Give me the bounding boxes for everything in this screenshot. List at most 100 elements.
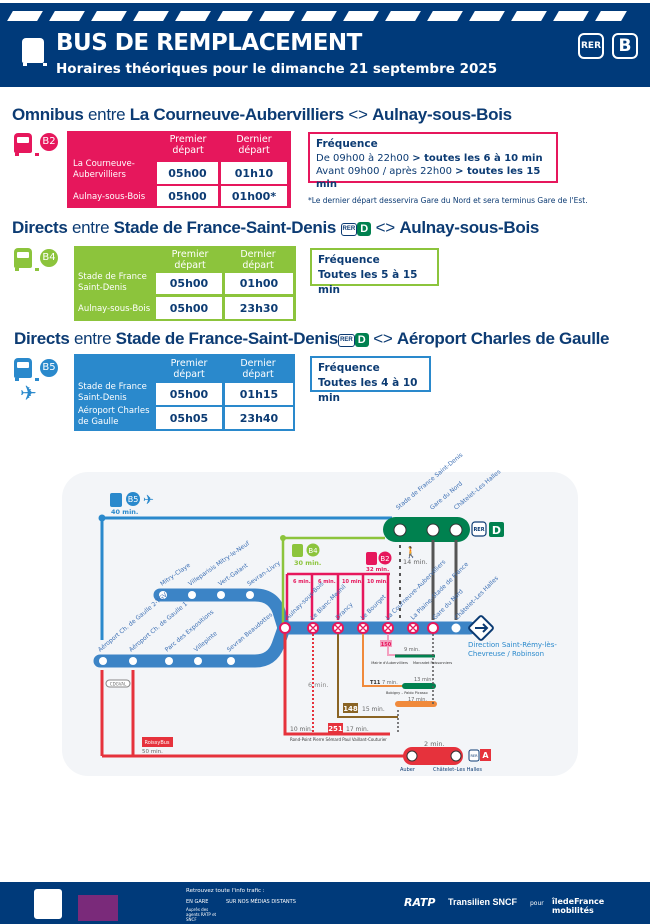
b5-terminus (98, 514, 106, 522)
line-b-badge: B (612, 33, 638, 59)
rer-badge-text: RER (473, 527, 484, 533)
first-departure: 05h00 (156, 383, 222, 405)
freq-title: Fréquence (318, 254, 380, 266)
col-first-departure: Premier départ (171, 249, 209, 271)
station-label: Châtelet–Les Halles (433, 766, 482, 773)
rer-badge (471, 521, 487, 537)
b4-label: B4 (308, 547, 318, 555)
direction-label: Direction Saint-Rémy-lès-Chevreuse / Rob… (468, 641, 557, 658)
page-subtitle: Horaires théoriques pour le dimanche 21 … (56, 61, 498, 77)
header-banner (0, 3, 650, 87)
bus-251-label: 251 (328, 725, 343, 733)
station-label: Auber (400, 767, 416, 773)
bus-icon (110, 493, 122, 507)
roissybus-time: 50 min. (142, 749, 163, 755)
rer-d-badge: D (354, 333, 369, 347)
stop-label: Bobigny – Pablo Picasso (386, 691, 428, 695)
first-departure: 05h00 (157, 162, 218, 184)
walk-time: 14 min. (403, 558, 428, 566)
frequency-box-b2: Fréquence De 09h00 à 22h00 > toutes les … (308, 132, 558, 190)
section-title-b2: Omnibus entre La Courneuve-Aubervilliers… (12, 105, 512, 124)
t11-label: T11 (370, 680, 381, 686)
b2-time: 32 min. (366, 567, 389, 573)
accessibility-icons (34, 889, 62, 919)
line-b5-badge: B5 (40, 359, 58, 377)
freq-line: Toutes les 4 à 10 min (318, 377, 418, 404)
rer-badge: RER (578, 33, 604, 59)
timetable-b5: Premier départ Dernier départ Stade de F… (74, 354, 295, 431)
b4-badge (306, 543, 320, 557)
bus-icon (14, 358, 39, 381)
last-departure: 01h00* (221, 186, 287, 206)
ratp-logo: RATP (404, 896, 436, 909)
b2-label: B2 (380, 555, 389, 563)
rer-b-mitry-branch (153, 588, 477, 635)
b2-route (285, 572, 390, 620)
cdgval-badge (105, 679, 131, 688)
line-b4-badge: B4 (40, 249, 58, 267)
bus-148-label: 148 (343, 705, 358, 713)
direction-arrow-icon (468, 615, 494, 641)
bus-148-time: 15 min. (362, 706, 385, 713)
rer-badge (468, 749, 480, 762)
freq-title: Fréquence (316, 138, 378, 150)
row-stop: La Courneuve-Aubervilliers (73, 159, 135, 180)
rer-badge-text: RER (470, 754, 478, 758)
t11-time: 7 min. (382, 680, 398, 686)
bus-icon (366, 552, 377, 565)
info-title: Retrouvez toute l'info trafic : (186, 888, 265, 894)
last-departure: 23h30 (225, 297, 293, 319)
timetable-b4: Premier départ Dernier départ Stade de F… (74, 246, 296, 321)
segment-time: 10 min. (367, 579, 388, 585)
bus-icon (292, 544, 303, 557)
first-departure: 05h00 (156, 297, 222, 319)
row-stop: Aéroport Charles de Gaulle (78, 406, 150, 427)
frequency-box-b4: Fréquence Toutes les 5 à 15 min (310, 248, 439, 296)
section-title-b5: Directs entre Stade de France-Saint-Deni… (14, 329, 610, 348)
contact-box (78, 895, 118, 921)
segment-time: 10 min. (342, 579, 363, 585)
col-last-departure: Dernier départ (236, 134, 272, 156)
last-departure: 01h10 (221, 162, 287, 184)
bus-251-badge (328, 723, 343, 733)
freq-title: Fréquence (318, 362, 380, 374)
pedestrian-icon: 🚶 (404, 546, 418, 559)
roissybus-badge (142, 737, 173, 747)
section-title-b4: Directs entre Stade de France-Saint-Deni… (12, 218, 540, 237)
roissybus-label: RoissyBus (144, 740, 169, 746)
rer-badge: RER (338, 334, 355, 347)
page-title: BUS DE REMPLACEMENT (56, 30, 362, 56)
first-departure: 05h00 (156, 273, 222, 294)
col-last-departure: Dernier départ (240, 249, 276, 271)
last-departure: 23h40 (225, 407, 293, 429)
rer-a-line (403, 747, 463, 765)
pour-label: pour (530, 900, 544, 907)
rer-b-cdg-branch (93, 621, 291, 668)
freq-line: De 09h00 à 22h00 > toutes les 6 à 10 min (316, 153, 543, 164)
row-stop: Aulnay-sous-Bois (78, 304, 151, 314)
rer-d-badge-text: D (492, 524, 501, 537)
walk-time: 6 min. (308, 681, 329, 689)
footer: Retrouvez toute l'info trafic : EN GARE … (0, 882, 650, 924)
col-first-departure: Premier départ (170, 358, 208, 380)
stop-label: Mairie d'Aubervilliers (371, 661, 408, 665)
rer-badge: RER (340, 223, 358, 236)
segment-time: 6 min. (293, 579, 311, 585)
rer-d-badge: D (357, 222, 372, 236)
row-stop: Stade de France Saint-Denis (78, 272, 147, 293)
bus-150-badge (380, 640, 392, 647)
line-b2-badge: B2 (40, 133, 58, 151)
first-departure: 05h05 (156, 407, 222, 429)
rer-d-line (383, 517, 470, 542)
bus-150-label: 150 (381, 642, 392, 648)
rer-a-badge-text: A (482, 751, 489, 760)
bus-148-badge (343, 703, 358, 713)
bus-icon (22, 38, 47, 66)
first-departure: 05h00 (157, 186, 218, 206)
b4-time: 30 min. (294, 559, 321, 567)
en-gare-text: Auprès des agents RATP et SNCF (186, 907, 217, 922)
col-last-departure: Dernier départ (240, 358, 276, 380)
closed-station-icon (309, 624, 417, 632)
t1-time: 9 min. (404, 647, 420, 653)
